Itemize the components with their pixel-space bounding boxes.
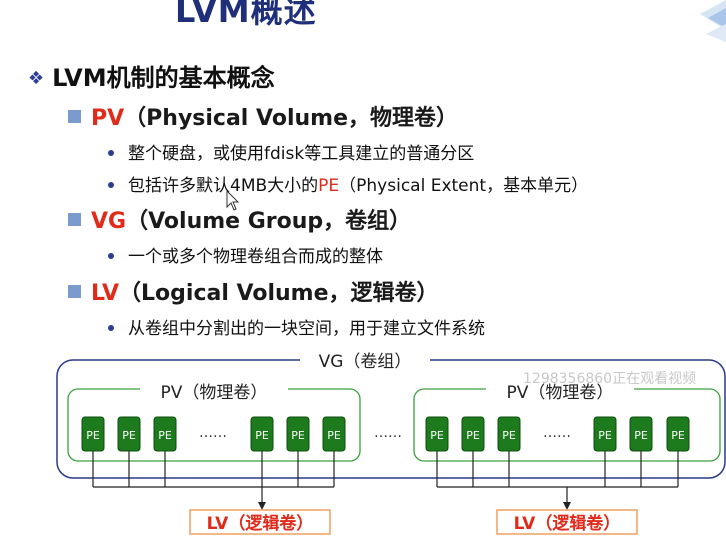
pe-block [629, 416, 653, 452]
pv-label-right: PV（物理卷） [507, 383, 614, 403]
pv-ellipsis: …… [374, 425, 402, 441]
pe-block [322, 416, 346, 452]
pe-block [666, 416, 690, 452]
pe-label: PE [502, 429, 516, 442]
lvm-diagram: VG（卷组） PV（物理卷） PV（物理卷） PE PE PE [56, 350, 726, 535]
round-bullet-icon [108, 150, 114, 156]
round-bullet-icon [108, 182, 114, 188]
pe-label: PE [671, 429, 685, 442]
logo-icon [700, 0, 726, 42]
slide-title: LVM概述 [175, 0, 317, 30]
pe-label: PE [122, 429, 136, 442]
bullet-pv-2: 包括许多默认4MB大小的PE（Physical Extent，基本单元） [108, 171, 588, 196]
pe-block [593, 416, 617, 452]
section-vg: VG（Volume Group，卷组） [68, 203, 411, 235]
pe-block [286, 416, 310, 452]
pe-label: PE [291, 429, 305, 442]
pe-block [461, 416, 485, 452]
lv-box-left [189, 509, 331, 535]
square-bullet-icon [68, 110, 81, 123]
viewer-watermark: 1298356860正在观看视频 [523, 371, 697, 387]
pe-block [250, 416, 274, 452]
round-bullet-icon [108, 253, 114, 259]
diamond-bullet-icon: ❖ [28, 68, 45, 89]
pe-ellipsis: …… [199, 425, 227, 441]
pe-label: PE [598, 429, 612, 442]
lv-label-left: LV（逻辑卷） [207, 513, 314, 534]
pe-block [117, 416, 141, 452]
pe-label: PE [86, 429, 100, 442]
bullet-vg-1: 一个或多个物理卷组合而成的整体 [108, 242, 383, 267]
section-lv: LV（Logical Volume，逻辑卷） [68, 275, 439, 307]
lv-box-right [496, 509, 638, 535]
mouse-cursor-icon [226, 190, 240, 211]
round-bullet-icon [108, 325, 114, 331]
section-pv: PV（Physical Volume，物理卷） [68, 100, 458, 132]
pe-label: PE [158, 429, 172, 442]
bullet-pv-1: 整个硬盘，或使用fdisk等工具建立的普通分区 [108, 139, 474, 164]
bullet-lv-1: 从卷组中分割出的一块空间，用于建立文件系统 [108, 314, 485, 339]
pe-block [81, 416, 105, 452]
pe-block [497, 416, 521, 452]
pe-block [153, 416, 177, 452]
vg-label: VG（卷组） [319, 352, 412, 372]
square-bullet-icon [68, 285, 81, 298]
pe-label: PE [430, 429, 444, 442]
pe-label: PE [255, 429, 269, 442]
pe-block [425, 416, 449, 452]
pe-ellipsis: …… [543, 425, 571, 441]
pe-group-left: PE PE PE PE PE PE [81, 416, 346, 452]
pe-label: PE [466, 429, 480, 442]
main-heading: ❖LVM机制的基本概念 [28, 64, 275, 92]
pv-label-left: PV（物理卷） [161, 383, 268, 403]
pe-label: PE [327, 429, 341, 442]
pe-group-right: PE PE PE PE PE PE [425, 416, 690, 452]
square-bullet-icon [68, 213, 81, 226]
lv-label-right: LV（逻辑卷） [514, 513, 621, 534]
pe-label: PE [634, 429, 648, 442]
